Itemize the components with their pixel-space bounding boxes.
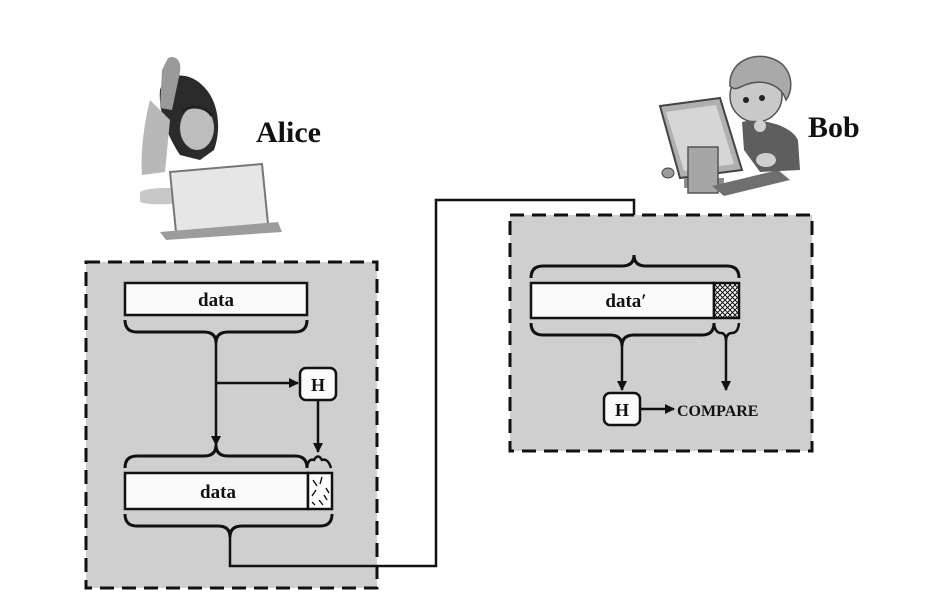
transmission-line xyxy=(228,198,639,568)
alice-hash-block xyxy=(306,471,334,511)
bob-illustration: Bob xyxy=(658,55,860,196)
alice-name: Alice xyxy=(256,116,321,149)
alice-sent-data-box xyxy=(123,471,310,511)
bob-top-brace xyxy=(529,254,741,279)
alice-illustration: Alice xyxy=(140,57,321,240)
bob-hash-label: H xyxy=(615,400,629,420)
person-with-laptop-icon xyxy=(140,57,282,240)
bob-data-box xyxy=(529,281,716,320)
child-at-computer-icon xyxy=(658,55,800,196)
alice-sent-data-label: data xyxy=(200,482,236,503)
bob-data-label: data′ xyxy=(605,291,646,312)
alice-data-label: data xyxy=(198,290,234,311)
compare-label: COMPARE xyxy=(677,403,758,420)
alice-hash-top-brace xyxy=(305,455,333,469)
bob-hash-block xyxy=(712,281,741,320)
alice-combined-top-brace xyxy=(123,444,309,469)
bob-name: Bob xyxy=(808,111,860,144)
alice-hash-function: H xyxy=(298,366,338,402)
alice-hash-label: H xyxy=(311,375,325,395)
alice-data-box xyxy=(123,281,309,317)
bob-panel xyxy=(508,213,814,453)
bob-hash-function: H xyxy=(602,391,642,427)
